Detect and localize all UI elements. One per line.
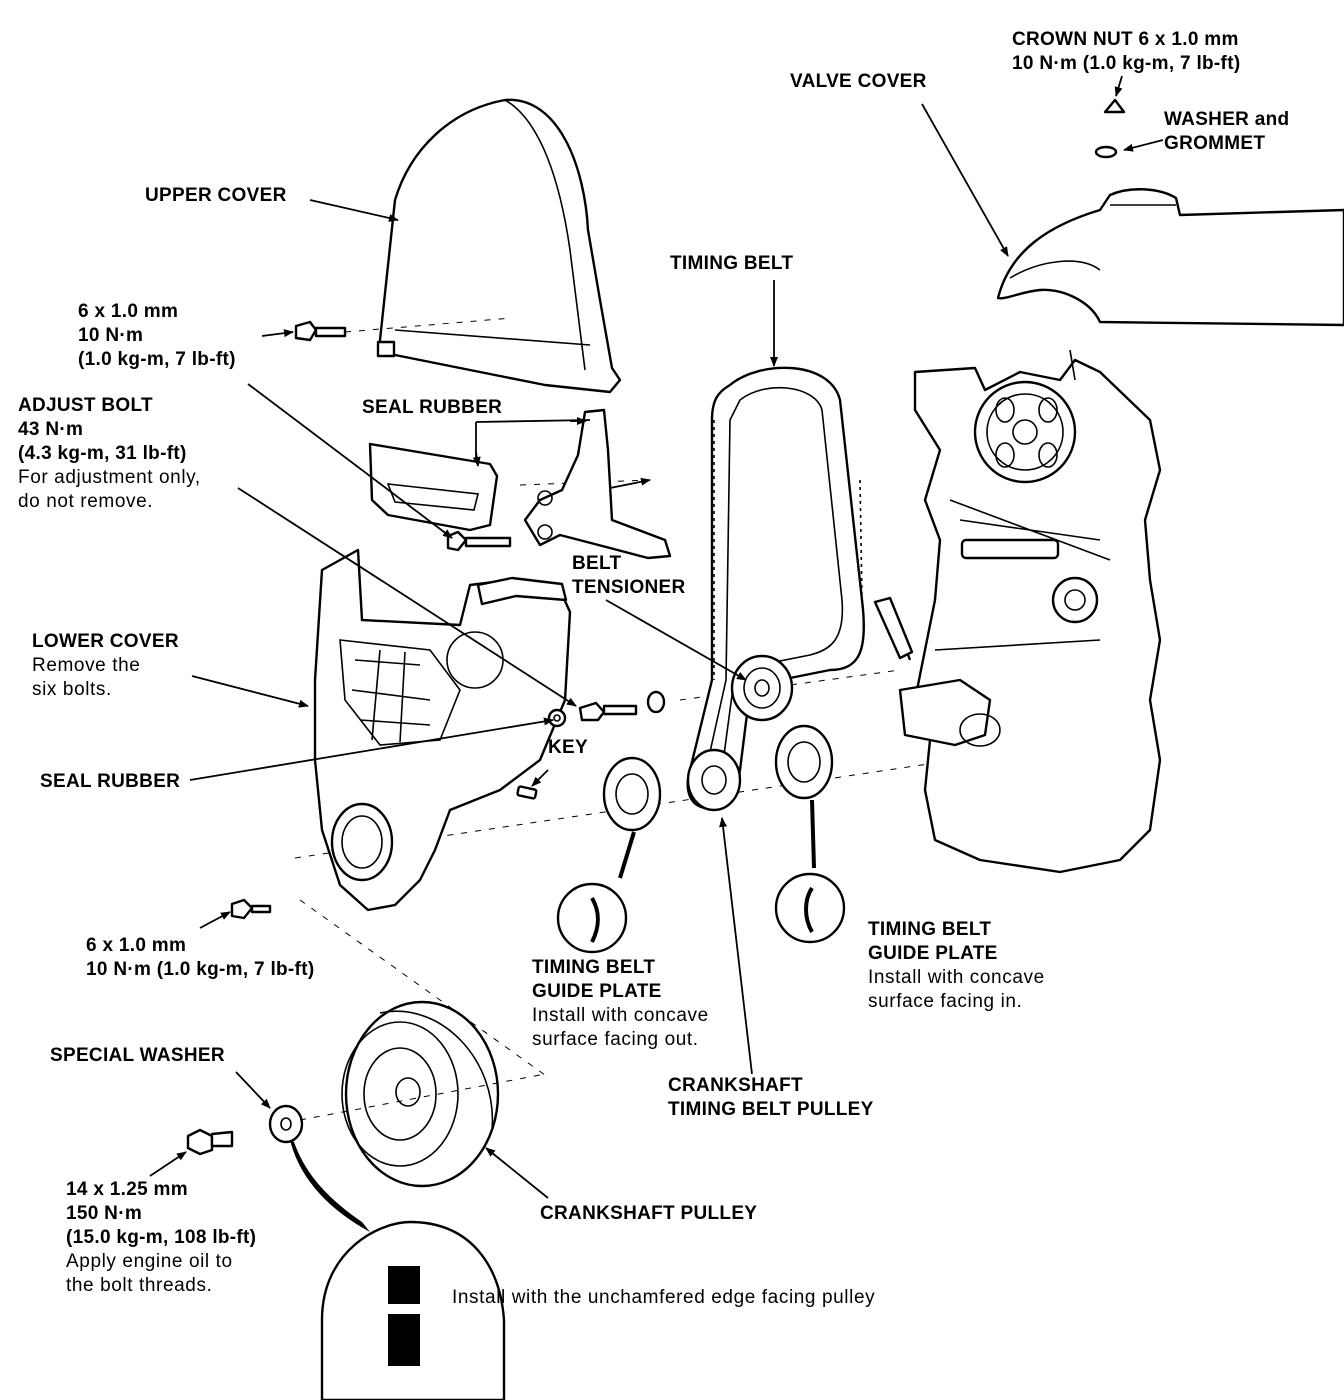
crankshaft-pulley <box>341 1000 549 1199</box>
water-pump-pulley <box>1051 576 1099 624</box>
upper-leaders <box>309 103 1009 467</box>
upper-cover <box>376 98 622 394</box>
adjust-bolt-label: ADJUST BOLT 43 N·m (4.3 kg-m, 31 lb-ft) … <box>18 395 201 512</box>
guide-plate-left-label: TIMING BELT GUIDE PLATE Install with con… <box>532 957 709 1050</box>
key-label: KEY <box>548 737 588 758</box>
washer-detail-note: Install with the unchamfered edge facing… <box>452 1287 876 1308</box>
washer-detail <box>320 1220 506 1400</box>
crankshaft-timing-belt-pulley <box>686 748 753 1075</box>
crank-bolt-spec-label: 14 x 1.25 mm 150 N·m (15.0 kg-m, 108 lb-… <box>66 1179 257 1296</box>
belt-tensioner <box>605 596 914 722</box>
guide-plates <box>556 724 846 954</box>
lower-bolt-spec-label: 6 x 1.0 mm 10 N·m (1.0 kg-m, 7 lb-ft) <box>86 935 315 980</box>
belt-tensioner-label: BELT TENSIONER <box>572 553 686 598</box>
crankshaft-pulley-label: CRANKSHAFT PULLEY <box>540 1203 758 1224</box>
timing-belt <box>686 280 866 810</box>
lower-cover-label: LOWER COVER Remove the six bolts. <box>32 631 179 700</box>
upper-cover-label: UPPER COVER <box>145 185 287 206</box>
camshaft-pulley <box>973 380 1077 484</box>
lower-bolt <box>199 898 272 929</box>
crown-nut-label: CROWN NUT 6 x 1.0 mm 10 N·m (1.0 kg-m, 7… <box>1012 28 1240 76</box>
seal-rubber-upper-label: SEAL RUBBER <box>362 397 503 418</box>
engine-block <box>878 349 1162 874</box>
tensioner-spring <box>873 596 914 660</box>
back-cover-bracket <box>523 408 672 560</box>
crank-bolt-and-washer <box>149 1071 541 1232</box>
timing-belt-label: TIMING BELT <box>670 253 794 274</box>
seal-rubber-lower-label: SEAL RUBBER <box>40 771 181 792</box>
seal-rubber-lower-parts <box>189 487 666 800</box>
seal-rubber-upper <box>368 442 499 532</box>
special-washer <box>268 1104 304 1144</box>
special-washer-label: SPECIAL WASHER <box>50 1045 225 1066</box>
woodruff-key <box>516 785 538 800</box>
upper-bolt <box>261 317 513 342</box>
guide-plate-right-label: TIMING BELT GUIDE PLATE Install with con… <box>868 919 1045 1012</box>
washer-grommet-label: WASHER and GROMMET <box>1164 109 1290 154</box>
valve-cover-label: VALVE COVER <box>790 71 927 92</box>
lower-cover <box>191 548 572 912</box>
crown-nut-torque: 10 N·m (1.0 kg-m, 7 lb-ft) <box>1012 53 1241 74</box>
upper-bolt-spec-label: 6 x 1.0 mm 10 N·m (1.0 kg-m, 7 lb-ft) <box>78 301 236 370</box>
crown-nut-spec: CROWN NUT 6 x 1.0 mm <box>1012 29 1239 50</box>
crown-nut-and-washer <box>1094 75 1164 159</box>
adjust-bolt <box>247 383 512 552</box>
valve-cover <box>996 188 1344 327</box>
crankshaft-timing-pulley-label: CRANKSHAFT TIMING BELT PULLEY <box>668 1075 874 1120</box>
alignment-lines <box>294 479 1091 1076</box>
